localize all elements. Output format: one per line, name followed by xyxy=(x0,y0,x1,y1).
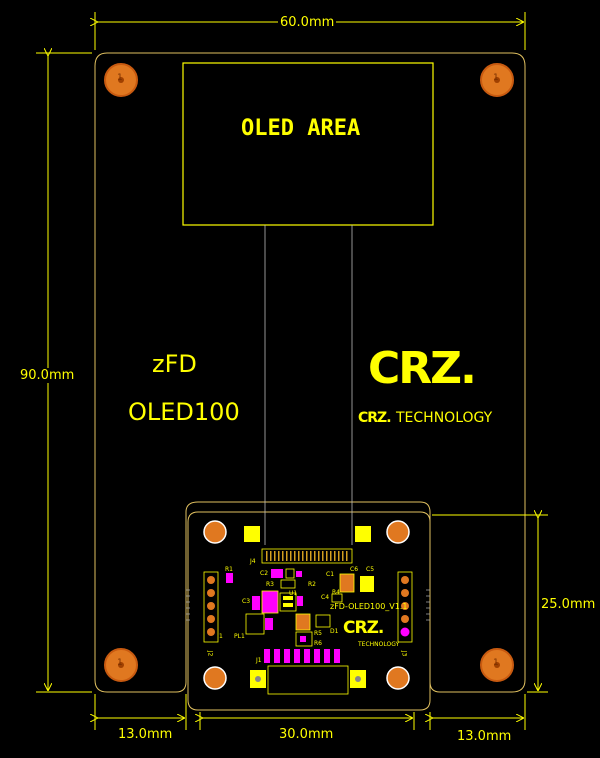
mount-hole-label: 1 xyxy=(117,73,123,83)
product-name-line1: zFD xyxy=(152,350,197,378)
designator-c5: C5 xyxy=(366,566,375,573)
designator-c6: C6 xyxy=(350,566,359,573)
dim-bottom-left: 13.0mm xyxy=(116,727,175,742)
designator-r5: R5 xyxy=(314,630,322,637)
dim-bottom-right: 13.0mm xyxy=(455,729,514,744)
mount-hole-label: 1 xyxy=(117,658,123,668)
designator-c1: C1 xyxy=(326,571,335,578)
crz-technology-text: TECHNOLOGY xyxy=(396,410,493,426)
designator-c3: C3 xyxy=(242,598,251,605)
designator-j2: J2 xyxy=(206,650,214,657)
sub-board-outline xyxy=(187,511,431,711)
designator-r4: R4 xyxy=(332,589,340,596)
dim-bottom-center: 30.0mm xyxy=(277,727,336,742)
dim-height-left: 90.0mm xyxy=(18,368,77,383)
designator-j1: J1 xyxy=(256,657,262,664)
mount-hole-label: 1 xyxy=(493,658,499,668)
designator-j4: J4 xyxy=(250,558,256,565)
designator-d1: D1 xyxy=(330,628,339,635)
dim-height-right: 25.0mm xyxy=(539,597,598,612)
sub-crz-logo: CRZ. xyxy=(343,618,384,638)
designator-r6: R6 xyxy=(314,640,322,647)
designator-r2: R2 xyxy=(308,581,316,588)
designator-r1: R1 xyxy=(225,566,233,573)
crz-logo-small: CRZ. xyxy=(358,410,392,426)
sub-crz-technology: TECHNOLOGY xyxy=(358,641,400,648)
dimension-lines xyxy=(36,12,548,730)
version-label: zFD-OLED100_V1.1 xyxy=(330,602,408,611)
crz-logo: CRZ. xyxy=(368,343,477,394)
board-outline xyxy=(94,52,526,693)
sub-board-components xyxy=(186,520,430,695)
product-name-line2: OLED100 xyxy=(128,398,240,426)
oled-area-box xyxy=(182,62,434,226)
designator-c4: C4 xyxy=(321,594,330,601)
designator-c2: C2 xyxy=(260,570,269,577)
designator-r3: R3 xyxy=(266,581,274,588)
dim-width-top: 60.0mm xyxy=(278,15,337,30)
mount-hole-label: 1 xyxy=(493,73,499,83)
designator-pl1: PL1 xyxy=(234,633,245,640)
oled-area-label: OLED AREA xyxy=(241,116,361,141)
mounting-holes xyxy=(104,63,514,682)
designator-pad1: 1 xyxy=(219,633,223,640)
designator-u1: U1 xyxy=(289,590,298,597)
designator-j3: J3 xyxy=(400,650,408,657)
